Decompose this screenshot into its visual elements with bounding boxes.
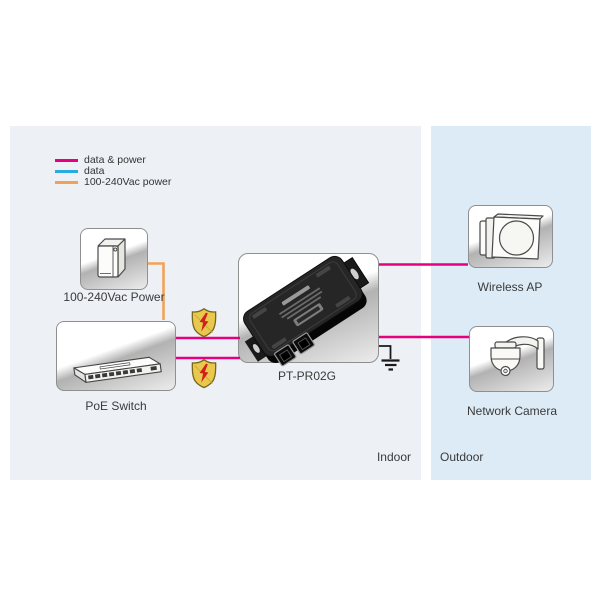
legend-item-ac-power: 100-240Vac power — [55, 177, 171, 188]
legend-label: 100-240Vac power — [84, 176, 172, 188]
outdoor-zone-panel — [431, 126, 591, 480]
power-supply-icon — [97, 238, 126, 278]
poe-switch-label: PoE Switch — [85, 399, 147, 413]
poe-injector-label: PT-PR02G — [277, 369, 337, 383]
wireless-ap-label: Wireless AP — [477, 280, 543, 294]
wireless-ap-icon — [479, 213, 544, 260]
power-source-label: 100-240Vac Power — [63, 290, 165, 304]
indoor-zone-label: Indoor — [376, 450, 411, 464]
data-power-line-swatch — [55, 159, 78, 162]
ac-power-line-swatch — [55, 181, 78, 184]
legend-item-data: data — [55, 166, 171, 177]
poe-switch-box — [56, 321, 176, 391]
legend-label: data & power — [84, 154, 146, 166]
data-line-swatch — [55, 170, 78, 173]
poe-injector-device-icon — [243, 255, 370, 367]
legend-label: data — [84, 165, 105, 177]
poe-switch-icon — [73, 356, 162, 383]
outdoor-zone-label: Outdoor — [440, 450, 484, 464]
dome-camera-icon — [490, 336, 545, 377]
legend-item-data-power: data & power — [55, 155, 171, 166]
network-camera-label: Network Camera — [466, 404, 558, 418]
legend: data & power data 100-240Vac power — [55, 155, 171, 188]
